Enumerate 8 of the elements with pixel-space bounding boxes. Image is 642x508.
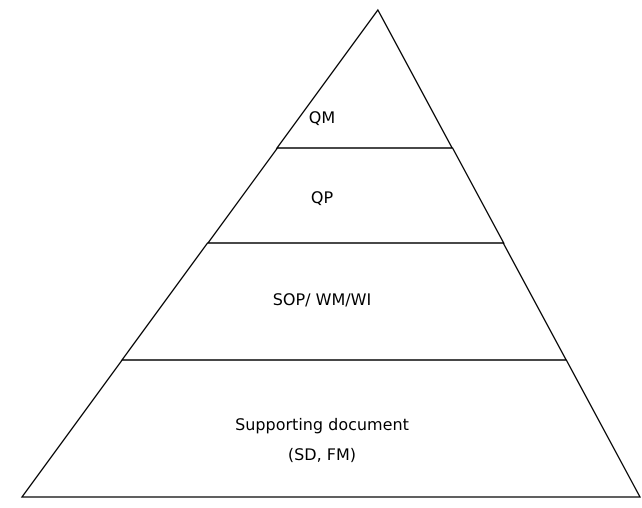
- tier-label: SOP/ WM/WI: [272, 289, 372, 311]
- pyramid-tier: [122, 243, 566, 360]
- tier-label: Supporting document (SD, FM): [234, 414, 410, 466]
- pyramid-tier: [22, 360, 640, 497]
- pyramid-tier: [277, 10, 452, 148]
- tier-label: QP: [310, 187, 334, 209]
- pyramid-tier: [208, 148, 504, 243]
- tier-label: QM: [308, 107, 336, 129]
